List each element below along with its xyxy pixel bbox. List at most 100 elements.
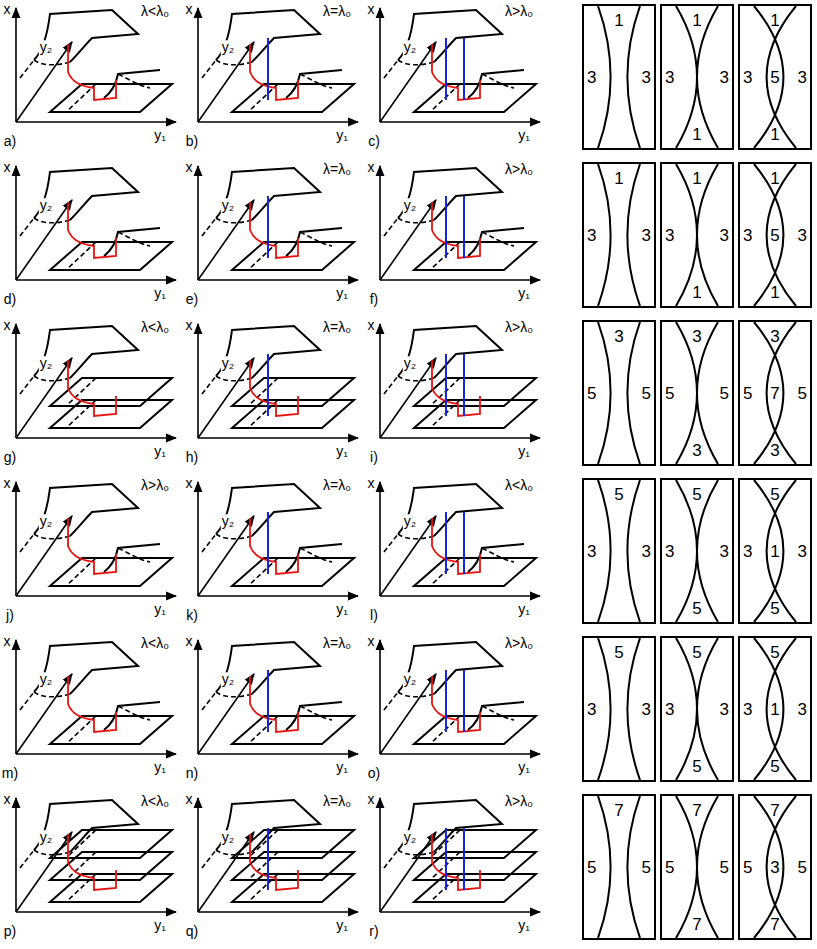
axis-line xyxy=(16,911,176,913)
region-count: 5 xyxy=(770,757,779,774)
trajectory xyxy=(432,360,480,416)
boundary-curve xyxy=(627,638,640,780)
axis-line xyxy=(16,595,176,597)
axis-label: x xyxy=(3,160,12,175)
fold-line xyxy=(202,534,252,552)
axis-label: y₂ xyxy=(39,356,53,371)
fold-line xyxy=(20,534,70,552)
region-box: 3553 xyxy=(660,320,734,466)
axis-line xyxy=(15,8,17,122)
region-count: 5 xyxy=(770,599,779,616)
fold-line xyxy=(384,376,434,394)
axis-label: y₁ xyxy=(153,602,167,617)
cusp-sheet xyxy=(398,326,502,378)
axis-line xyxy=(16,437,176,439)
axis-line xyxy=(16,279,176,281)
surface-plot xyxy=(16,798,176,912)
region-count: 1 xyxy=(692,125,701,142)
region-box: 533 xyxy=(582,636,656,782)
panel-letter: f) xyxy=(369,292,380,307)
axis-label: y₂ xyxy=(39,514,53,529)
region-box: 53135 xyxy=(738,636,812,782)
region-count: 5 xyxy=(692,757,701,774)
region-count: 1 xyxy=(770,125,779,142)
region-count: 3 xyxy=(770,859,779,876)
trajectory xyxy=(432,676,480,732)
region-count: 5 xyxy=(642,385,651,402)
region-count: 5 xyxy=(692,486,701,503)
axis-label: y₂ xyxy=(221,672,235,687)
parameter-label: λ=λ₀ xyxy=(322,162,352,177)
jump-line xyxy=(445,828,447,890)
boundary-curve xyxy=(754,6,783,148)
parameter-label: λ=λ₀ xyxy=(322,636,352,651)
surface-plot xyxy=(380,482,540,596)
region-box: 1331 xyxy=(660,4,734,150)
axis-label: x xyxy=(185,160,194,175)
surface-plot xyxy=(380,166,540,280)
region-box: 5335 xyxy=(660,478,734,624)
axis-label: y₁ xyxy=(335,286,349,301)
fold-line xyxy=(384,218,434,236)
fold-line xyxy=(202,850,252,868)
region-count: 1 xyxy=(692,12,701,29)
axis-label: y₂ xyxy=(39,198,53,213)
region-count: 5 xyxy=(665,859,674,876)
cusp-sheet xyxy=(398,10,502,62)
fold-line xyxy=(384,534,434,552)
fold-line xyxy=(118,232,150,246)
panel-letter: q) xyxy=(185,924,199,939)
trajectory xyxy=(432,518,480,574)
cusp-sheet xyxy=(34,168,138,220)
jump-line xyxy=(463,196,465,258)
axis-line xyxy=(16,753,176,755)
region-count: 5 xyxy=(743,859,752,876)
region-count: 7 xyxy=(770,915,779,932)
surface-plot xyxy=(198,8,358,122)
parameter-label: λ>λ₀ xyxy=(504,794,534,809)
fold-line xyxy=(482,74,514,88)
axis-label: y₂ xyxy=(39,40,53,55)
cusp-sheet xyxy=(398,484,502,536)
region-count: 1 xyxy=(692,283,701,300)
axis-label: y₂ xyxy=(221,198,235,213)
trajectory xyxy=(68,202,116,258)
region-count: 3 xyxy=(642,69,651,86)
axis-line xyxy=(380,279,540,281)
parameter-label: λ>λ₀ xyxy=(504,636,534,651)
region-count: 5 xyxy=(770,69,779,86)
axis-line xyxy=(16,121,176,123)
fold-sheet xyxy=(286,544,342,572)
parameter-label: λ>λ₀ xyxy=(504,162,534,177)
region-count: 5 xyxy=(720,385,729,402)
jump-line xyxy=(445,38,447,100)
axis-label: x xyxy=(367,476,376,491)
axis-line xyxy=(379,798,381,912)
boundary-curve xyxy=(627,480,640,622)
parameter-label: λ<λ₀ xyxy=(140,320,170,335)
fold-line xyxy=(20,376,70,394)
panel-letter: r) xyxy=(368,924,379,939)
axis-line xyxy=(380,595,540,597)
region-count: 1 xyxy=(770,283,779,300)
region-count: 3 xyxy=(798,227,807,244)
fold-line xyxy=(118,74,150,88)
axis-label: x xyxy=(3,634,12,649)
region-count: 3 xyxy=(587,701,596,718)
region-count: 3 xyxy=(798,543,807,560)
cusp-sheet xyxy=(34,10,138,62)
region-box: 533 xyxy=(582,478,656,624)
region-count: 5 xyxy=(692,644,701,661)
surface-plot xyxy=(198,640,358,754)
panel-letter: e) xyxy=(185,292,199,307)
fold-line xyxy=(66,830,96,858)
region-count: 3 xyxy=(665,701,674,718)
axis-label: y₂ xyxy=(403,514,417,529)
surface-plot xyxy=(16,166,176,280)
region-count: 3 xyxy=(720,701,729,718)
axis-label: y₂ xyxy=(39,830,53,845)
fold-line xyxy=(118,548,150,562)
axis-label: x xyxy=(3,792,12,807)
region-count: 3 xyxy=(692,328,701,345)
region-count: 5 xyxy=(770,486,779,503)
